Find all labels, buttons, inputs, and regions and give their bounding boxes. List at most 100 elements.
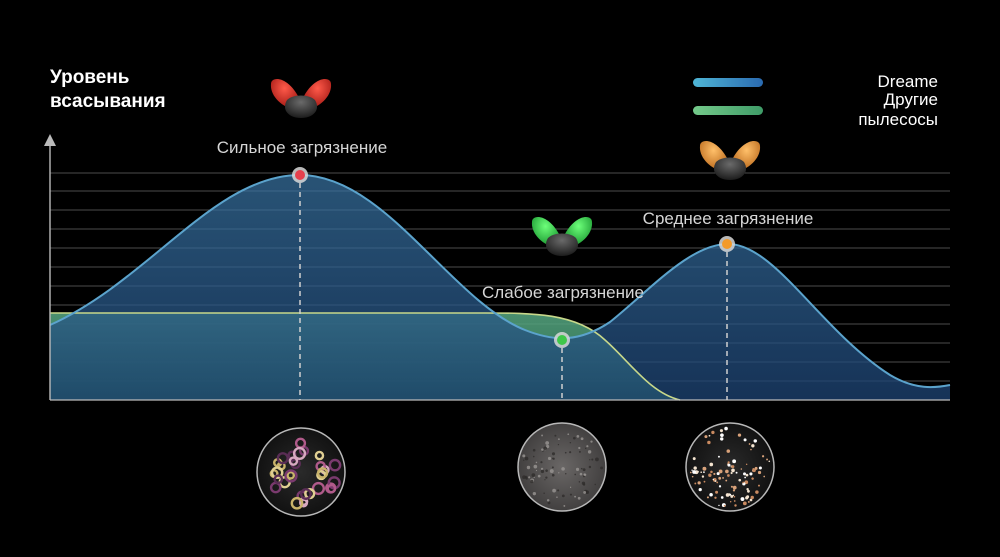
dust-speck — [524, 456, 529, 461]
legend-label-others: Другие пылесосы — [858, 90, 938, 129]
particle — [700, 471, 703, 474]
cereal-piece — [326, 483, 337, 494]
dust-speck — [567, 433, 570, 436]
dust-speck — [532, 455, 535, 458]
particle — [712, 478, 715, 481]
particle — [697, 481, 701, 485]
dust-speck — [533, 464, 538, 469]
particle — [750, 448, 752, 451]
others-series-line — [50, 312, 681, 401]
dust-speck — [541, 448, 544, 451]
dust-speck — [574, 473, 577, 476]
dust-speck — [533, 476, 535, 478]
dust-speck — [578, 446, 581, 450]
particle — [724, 426, 728, 431]
dust-speck — [544, 479, 546, 481]
particle — [731, 468, 735, 473]
dust-speck — [537, 474, 541, 478]
dreame-series-area — [50, 175, 950, 400]
particle — [749, 472, 753, 476]
particle — [727, 474, 730, 477]
dust-speck — [531, 473, 536, 477]
particle — [689, 471, 692, 474]
cereal-piece — [290, 496, 304, 510]
particle — [714, 480, 717, 482]
dust-speck — [578, 450, 581, 453]
dust-speck — [561, 494, 565, 498]
green-butterfly-icon — [531, 217, 593, 256]
y-axis-arrow — [44, 134, 56, 146]
dust-speck — [586, 445, 589, 448]
cereal-piece — [311, 481, 326, 496]
cereal-piece — [288, 456, 299, 466]
cereal-piece — [273, 474, 284, 485]
dust-speck — [594, 483, 596, 486]
dust-speck — [583, 490, 587, 494]
dust-speck — [583, 473, 586, 476]
particle — [710, 470, 713, 474]
particle — [726, 449, 731, 453]
particle — [755, 490, 759, 494]
particle — [747, 500, 750, 503]
particle — [745, 463, 748, 466]
particle — [732, 494, 735, 497]
dust-speck — [557, 438, 560, 441]
particle — [720, 433, 724, 438]
marker-high — [292, 167, 308, 183]
dust-speck — [530, 479, 534, 484]
dust-speck — [581, 481, 586, 485]
particle — [761, 455, 765, 458]
marker-medium-dot — [722, 239, 732, 249]
particle — [718, 485, 722, 488]
marker-high-dot — [295, 170, 305, 180]
particle — [720, 437, 724, 441]
dust-speck — [541, 434, 543, 437]
particle — [709, 462, 714, 467]
cereal-piece — [314, 450, 325, 461]
axes — [44, 134, 950, 401]
y-axis-label: Уровень всасывания — [50, 66, 166, 114]
dust-speck — [549, 469, 554, 473]
dust-speck — [564, 451, 567, 454]
particle — [732, 489, 736, 492]
legend-label-dreame: Dreame — [877, 72, 938, 91]
particle — [750, 495, 754, 500]
dust-speck — [522, 454, 526, 458]
particle — [727, 463, 731, 467]
dust-speck — [591, 458, 594, 461]
dust-speck — [557, 489, 560, 492]
particle — [744, 476, 747, 479]
particle — [706, 496, 709, 499]
dust-speck — [561, 467, 565, 471]
dust-speck — [554, 434, 557, 437]
particle — [719, 429, 723, 433]
particle — [753, 439, 757, 443]
particle — [757, 470, 762, 475]
cereal-piece — [299, 488, 312, 500]
particle — [768, 460, 771, 463]
dust-speck — [590, 440, 593, 443]
cereal-piece — [270, 466, 284, 479]
dust-speck — [580, 437, 584, 441]
particle — [704, 435, 708, 439]
particle — [758, 484, 760, 487]
particle — [691, 469, 693, 471]
dust-speck — [540, 467, 544, 471]
particle — [713, 472, 716, 476]
marker-low — [554, 332, 570, 348]
particle — [715, 490, 719, 494]
particle — [725, 479, 728, 482]
particle — [737, 433, 742, 437]
particle — [694, 482, 697, 485]
particle — [763, 475, 766, 478]
dust-speck — [522, 475, 526, 480]
dust-speck — [551, 466, 554, 469]
particle — [692, 457, 696, 461]
particle — [720, 496, 724, 499]
dust-speck — [545, 444, 550, 449]
particle — [718, 476, 722, 480]
cereal-piece — [292, 446, 307, 461]
dust-speck — [545, 469, 548, 472]
dust-speck — [569, 441, 572, 444]
